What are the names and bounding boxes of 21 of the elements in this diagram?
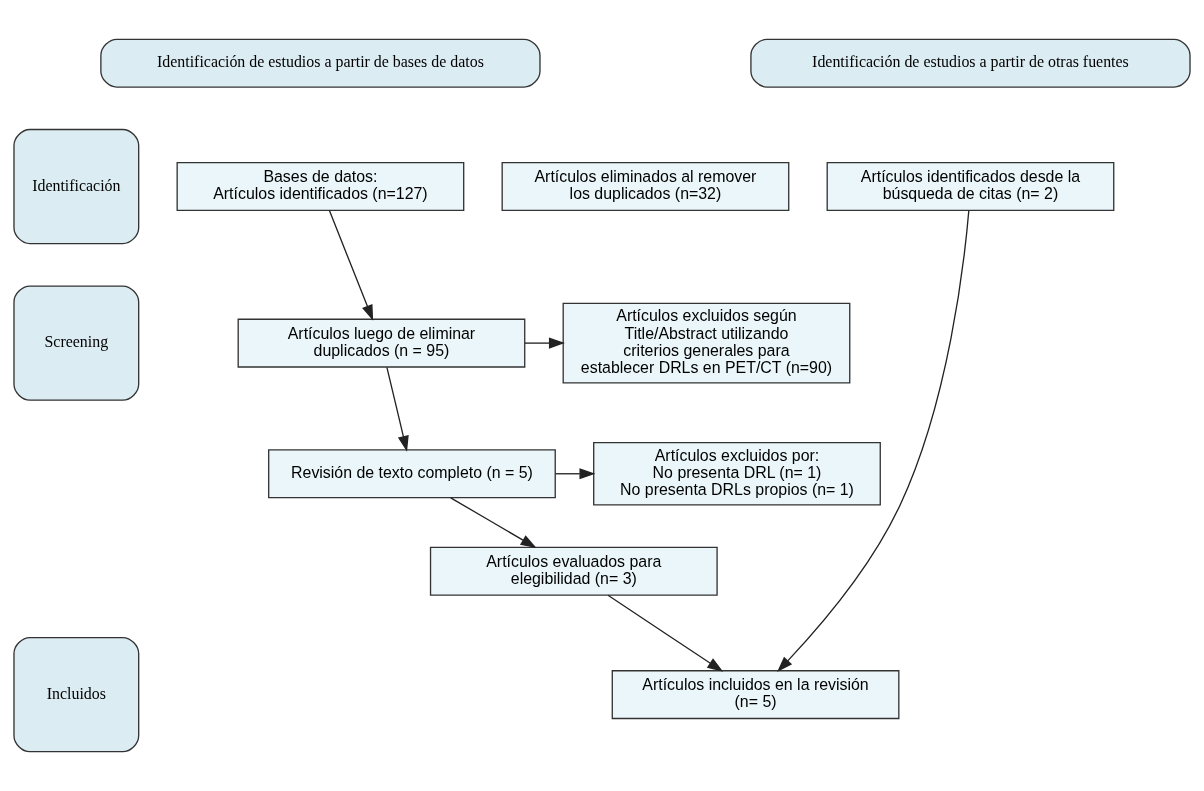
node-box: Identificación de estudios a partir de bases de datos [100, 38, 541, 88]
node-box: Screening [13, 285, 140, 401]
node-box: Artículos eliminados al remover los duplicados (n=32) [501, 162, 790, 212]
node-box: Bases de datos: Artículos identificados (n=127) [176, 162, 465, 212]
arrow [328, 209, 374, 321]
node-box: Artículos excluidos por: No presenta DRL (n= 1) No presenta DRLs propios (n= 1) [593, 441, 881, 506]
node-box: Incluidos [13, 636, 140, 753]
arrow [450, 497, 537, 549]
node-box: Revisión de texto completo (n = 5) [268, 449, 556, 499]
node-box: Identificación [13, 128, 140, 245]
arrow [386, 366, 409, 452]
node-box: Artículos excluidos según Title/Abstract utilizando criterios generales para establecer DRLs en PET/CT (n=90) [562, 302, 851, 384]
node-box: Artículos luego de eliminar duplicados (n = 95) [237, 318, 526, 368]
node-box: Artículos identificados desde la búsqueda de citas (n= 2) [826, 162, 1115, 212]
node-box: Artículos incluidos en la revisión (n= 5) [611, 670, 900, 720]
arrow [777, 209, 970, 673]
arrow [524, 337, 565, 349]
node-box: Identificación de estudios a partir de otras fuentes [750, 38, 1191, 88]
arrow [554, 468, 596, 480]
node-box: Artículos evaluados para elegibilidad (n= 3) [429, 546, 718, 596]
arrow [607, 594, 724, 672]
